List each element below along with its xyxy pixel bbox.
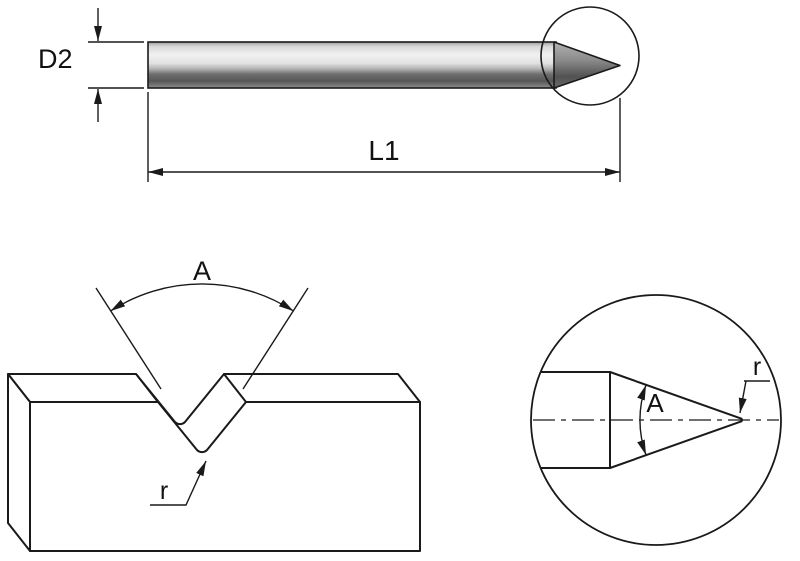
l1-dimension: L1 [147, 92, 621, 182]
angle-line-left [95, 287, 162, 390]
side-view: D2 L1 [38, 6, 640, 182]
tool-tip-cone [553, 41, 621, 89]
detail-callout-circle [540, 6, 640, 106]
detail-angle-arc [637, 384, 647, 456]
groove-radius-label: r [160, 477, 168, 505]
groove-angle-label: A [193, 256, 211, 286]
l1-label: L1 [368, 135, 399, 166]
detail-radius-label: r [753, 353, 761, 381]
groove-angle-dimension: A [95, 256, 309, 390]
radius-leader-line [150, 460, 207, 506]
tip-detail-view: A r [530, 294, 782, 546]
detail-angle-dimension: A [637, 384, 664, 456]
detail-angle-label: A [646, 388, 664, 418]
workpiece-front-face [29, 401, 421, 552]
d2-label: D2 [38, 44, 73, 74]
groove-radius-leader: r [150, 460, 207, 506]
detail-radius-leader-line [738, 380, 747, 414]
workpiece-top-face-left [7, 373, 159, 403]
angle-arc [110, 283, 294, 312]
angle-line-right [242, 287, 309, 390]
d2-dimension: D2 [38, 8, 144, 122]
groove-back-profile [135, 373, 225, 426]
groove-view: A r [7, 256, 421, 552]
tool-shaft [147, 41, 557, 89]
workpiece-top-face-right [223, 373, 421, 403]
detail-radius-leader: r [738, 353, 770, 414]
workpiece-left-face [7, 373, 31, 552]
